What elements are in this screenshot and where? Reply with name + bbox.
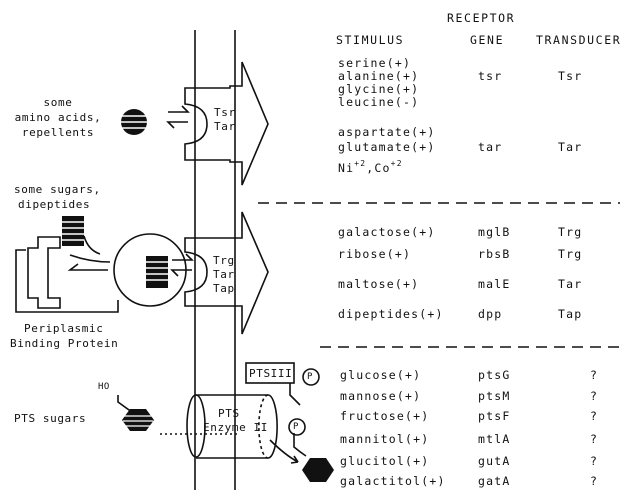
stimulus-glutamate: glutamate(+) — [338, 141, 435, 154]
stimulus-leucine: leucine(-) — [338, 96, 419, 109]
gene-gata: gatA — [478, 475, 511, 488]
transducer-column-header: TRANSDUCER — [536, 34, 621, 47]
stimulus-glucitol: glucitol(+) — [340, 455, 429, 468]
ion-ni: Ni — [338, 161, 354, 175]
receptor-heading: RECEPTOR — [447, 12, 515, 25]
ptsiii-label: PTSIII — [249, 367, 292, 380]
stimulus-aspartate: aspartate(+) — [338, 126, 435, 139]
ion-co-charge: +2 — [391, 159, 403, 168]
amino-acids-label-line-2: amino acids, — [8, 111, 108, 124]
stimulus-mannose: mannose(+) — [340, 390, 421, 403]
phosphate-label-1: P — [307, 371, 312, 384]
stimulus-dipeptides: dipeptides(+) — [338, 308, 444, 321]
gene-column-header: GENE — [470, 34, 504, 47]
pts-cylinder-label-line-2: Enzyme II — [203, 421, 268, 434]
transducer-unknown-5: ? — [590, 455, 598, 468]
gene-tar: tar — [478, 141, 502, 154]
amino-acid-ligand-icon — [121, 109, 147, 135]
sugar-ligand-icon — [62, 216, 84, 246]
transducer-unknown-4: ? — [590, 433, 598, 446]
pts-sugars-label: PTS sugars — [14, 412, 86, 425]
stimulus-glucose: glucose(+) — [340, 369, 421, 382]
amino-acids-label-line-1: some — [8, 96, 108, 109]
ion-co: Co — [374, 161, 390, 175]
stimulus-galactitol: galactitol(+) — [340, 475, 446, 488]
transducer-tsr: Tsr — [558, 70, 582, 83]
receptor-label-tar-2: Tar — [213, 268, 235, 281]
amino-acids-label-line-3: repellents — [8, 126, 108, 139]
pts-sugar-hexagon-icon — [122, 409, 154, 431]
gene-mtla: mtlA — [478, 433, 511, 446]
receptor-label-trg: Trg — [213, 254, 235, 267]
gene-guta: gutA — [478, 455, 511, 468]
transducer-unknown-2: ? — [590, 390, 598, 403]
pts-cylinder-label-line-1: PTS — [218, 407, 240, 420]
phosphate-label-2: P — [293, 421, 298, 434]
phosphorylated-sugar-icon — [302, 458, 334, 482]
gene-rbsb: rbsB — [478, 248, 511, 261]
gene-male: malE — [478, 278, 511, 291]
stimulus-column-header: STIMULUS — [336, 34, 404, 47]
receptor-label-tsr: Tsr — [214, 106, 236, 119]
receptor-label-tap: Tap — [213, 282, 235, 295]
transducer-tar: Tar — [558, 141, 582, 154]
stimulus-metal-ions: Ni+2,Co+2 — [338, 162, 403, 176]
receptor-label-tar: Tar — [214, 120, 236, 133]
binding-protein-outline — [28, 237, 60, 308]
stimulus-fructose: fructose(+) — [340, 410, 429, 423]
gene-ptsm: ptsM — [478, 390, 511, 403]
transducer-trg-2: Trg — [558, 248, 582, 261]
stimulus-galactose: galactose(+) — [338, 226, 435, 239]
sugars-label-line-2: dipeptides — [18, 198, 90, 211]
sugars-label-line-1: some sugars, — [14, 183, 101, 196]
transducer-unknown-1: ? — [590, 369, 598, 382]
gene-ptsg: ptsG — [478, 369, 511, 382]
transducer-tap: Tap — [558, 308, 582, 321]
binding-protein-label-line-2: Binding Protein — [10, 337, 118, 350]
transducer-unknown-6: ? — [590, 475, 598, 488]
binding-protein-label-line-1: Periplasmic — [24, 322, 103, 335]
bound-sugar-icon — [146, 256, 168, 288]
gene-ptsf: ptsF — [478, 410, 511, 423]
transducer-trg-1: Trg — [558, 226, 582, 239]
transducer-tar-2: Tar — [558, 278, 582, 291]
gene-dpp: dpp — [478, 308, 502, 321]
stimulus-maltose: maltose(+) — [338, 278, 419, 291]
gene-tsr: tsr — [478, 70, 502, 83]
stimulus-mannitol: mannitol(+) — [340, 433, 429, 446]
gene-mglb: mglB — [478, 226, 511, 239]
stimulus-ribose: ribose(+) — [338, 248, 411, 261]
transducer-unknown-3: ? — [590, 410, 598, 423]
hydroxyl-label: HO — [98, 381, 110, 394]
ion-ni-charge: +2 — [354, 159, 366, 168]
